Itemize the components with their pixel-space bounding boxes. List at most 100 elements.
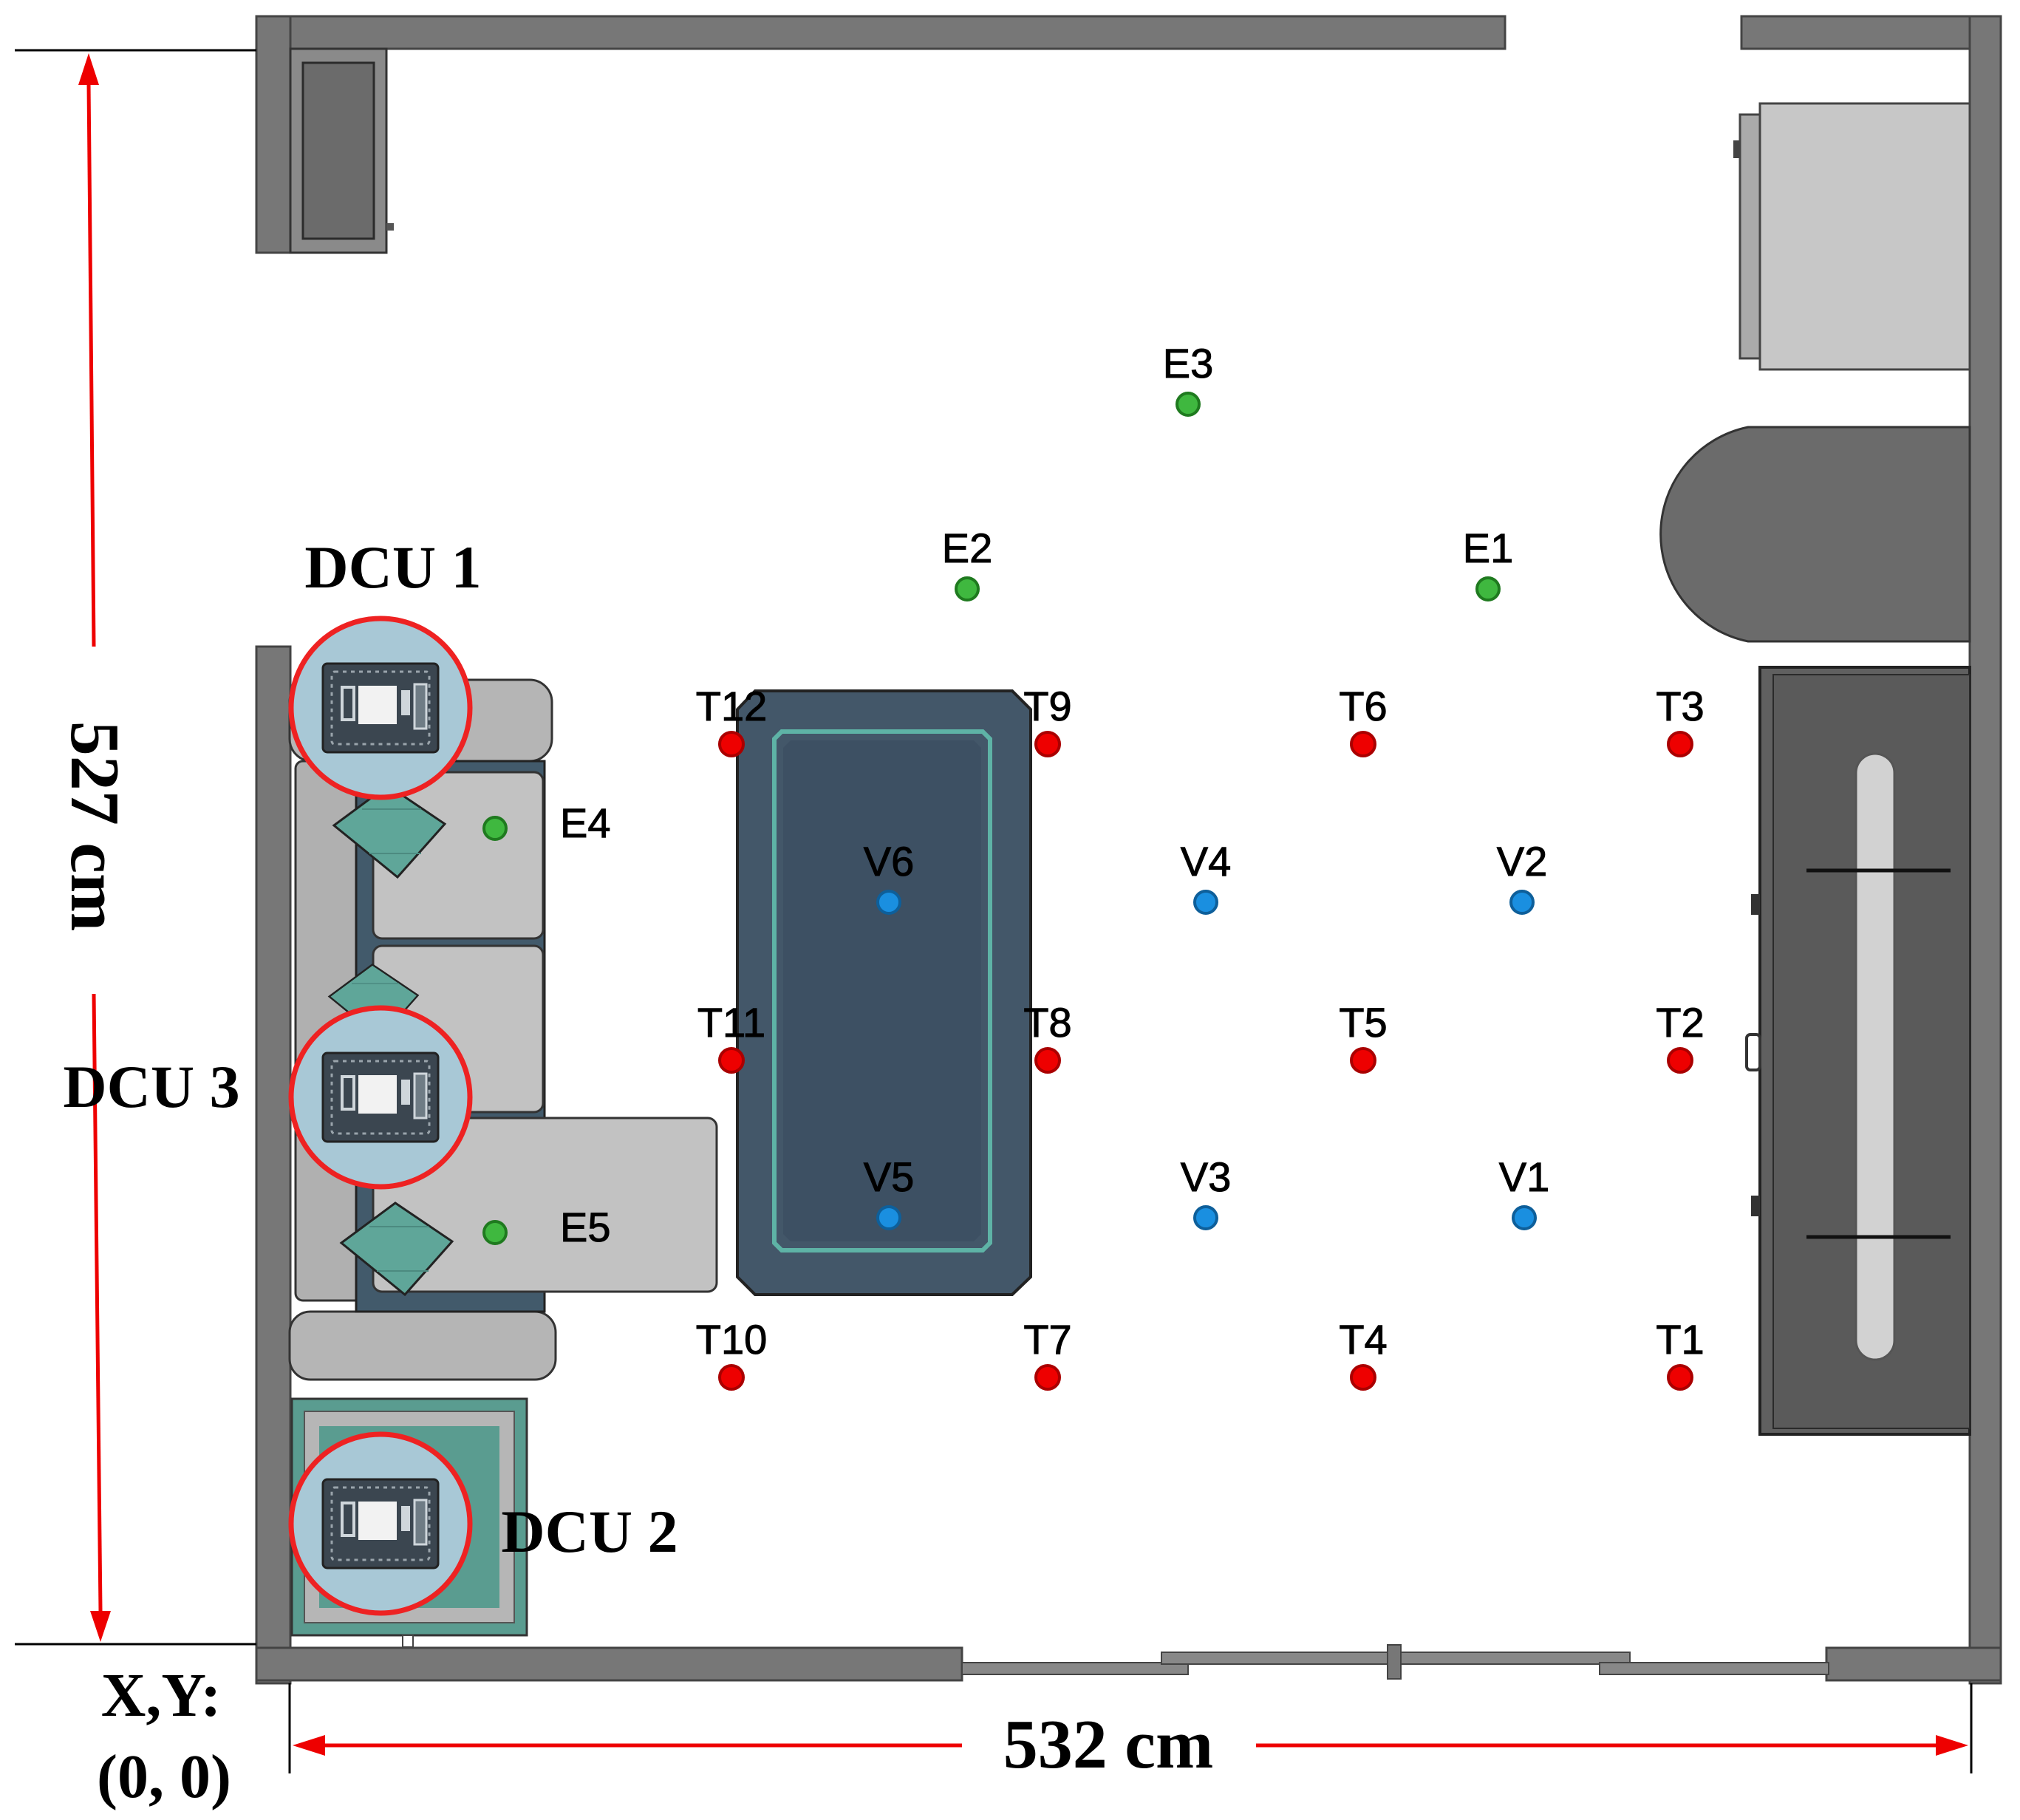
point-e5: E5	[482, 1204, 611, 1251]
point-e3: E3	[1162, 340, 1214, 417]
point-e1-label: E1	[1463, 525, 1514, 571]
point-t10-marker	[718, 1364, 745, 1391]
point-v3: V3	[1180, 1153, 1232, 1230]
point-v4-marker	[1193, 890, 1218, 915]
tv-cabinet-right	[1745, 666, 1971, 1436]
point-v6: V6	[863, 838, 915, 915]
point-v6-label: V6	[864, 838, 915, 885]
point-v5-label: V5	[864, 1153, 915, 1200]
point-t10: T10	[695, 1316, 768, 1391]
point-t5-marker	[1350, 1047, 1376, 1074]
point-t2-marker	[1667, 1047, 1693, 1074]
width-dimension: 532 cm	[288, 1683, 1973, 1783]
point-t7: T7	[1023, 1316, 1072, 1391]
point-t6-label: T6	[1339, 683, 1387, 729]
coffee-table	[736, 689, 1032, 1296]
point-t7-marker	[1034, 1364, 1061, 1391]
point-v3-marker	[1193, 1205, 1218, 1230]
point-t9-label: T9	[1023, 683, 1071, 729]
point-t9-marker	[1034, 731, 1061, 757]
width-arrow-head-right	[1936, 1735, 1968, 1756]
height-label: 527 cm	[56, 721, 133, 932]
point-e2: E2	[941, 525, 993, 601]
point-t12-label: T12	[696, 683, 768, 729]
point-v6-marker	[876, 890, 901, 915]
left-wall-lower	[255, 645, 292, 1685]
point-t8: T8	[1023, 999, 1072, 1074]
top-wall-right	[1740, 15, 2000, 50]
point-t6: T6	[1339, 683, 1388, 757]
point-v1-label: V1	[1499, 1153, 1550, 1200]
room-walls	[255, 15, 2002, 1685]
bottom-wall-right	[1825, 1646, 2002, 1682]
point-t12-marker	[718, 731, 745, 757]
point-v2: V2	[1496, 838, 1548, 915]
height-arrow-upper	[86, 82, 96, 647]
point-e3-label: E3	[1163, 340, 1214, 386]
point-t1-marker	[1667, 1364, 1693, 1391]
point-t12: T12	[695, 683, 768, 757]
point-t10-label: T10	[696, 1316, 768, 1363]
point-e5-label: E5	[560, 1204, 611, 1250]
point-t11-label: T11	[697, 999, 765, 1046]
point-t4: T4	[1339, 1316, 1388, 1391]
dcu-2-label: DCU 2	[501, 1498, 678, 1565]
round-table-right	[1659, 426, 1971, 643]
point-t4-label: T4	[1339, 1316, 1387, 1363]
point-t3-marker	[1667, 731, 1693, 757]
point-t6-marker	[1350, 731, 1376, 757]
point-t11: T11	[697, 999, 766, 1074]
cabinet-top-left	[289, 47, 394, 254]
point-v5-marker	[876, 1205, 901, 1230]
point-v3-label: V3	[1181, 1153, 1232, 1200]
point-t3: T3	[1656, 683, 1705, 757]
point-e4-label: E4	[560, 800, 611, 846]
point-t11-marker	[718, 1047, 745, 1074]
point-v1: V1	[1498, 1153, 1550, 1230]
point-e2-marker	[955, 576, 980, 601]
dcu-3-label: DCU 3	[63, 1053, 239, 1120]
point-e2-label: E2	[942, 525, 993, 571]
appliance-top-right	[1733, 102, 1971, 371]
origin-label-line2: (0, 0)	[97, 1742, 231, 1811]
point-v5: V5	[863, 1153, 915, 1230]
point-t3-label: T3	[1656, 683, 1704, 729]
height-arrow-head-up	[78, 53, 99, 85]
dcu-1: DCU 1	[291, 534, 482, 797]
point-t2: T2	[1656, 999, 1705, 1074]
point-e1: E1	[1462, 525, 1514, 601]
point-v1-marker	[1512, 1205, 1537, 1230]
point-t7-label: T7	[1023, 1316, 1071, 1363]
point-v2-label: V2	[1497, 838, 1548, 885]
point-t1: T1	[1656, 1316, 1705, 1391]
point-v4: V4	[1180, 838, 1232, 915]
point-t9: T9	[1023, 683, 1072, 757]
sliding-door	[961, 1644, 1829, 1680]
right-wall	[1968, 15, 2002, 1685]
point-t5-label: T5	[1339, 999, 1387, 1046]
point-t1-label: T1	[1656, 1316, 1704, 1363]
top-wall-left	[255, 15, 1507, 50]
point-e4: E4	[482, 800, 611, 847]
origin-label: X,Y: (0, 0)	[97, 1661, 231, 1811]
point-t8-label: T8	[1023, 999, 1071, 1046]
height-dimension: 527 cm	[15, 49, 256, 1646]
dcu-2: DCU 2	[291, 1434, 678, 1613]
bottom-wall-left	[255, 1646, 963, 1682]
point-e1-marker	[1475, 576, 1501, 601]
point-t4-marker	[1350, 1364, 1376, 1391]
height-arrow-head-down	[90, 1611, 111, 1642]
width-arrow-head-left	[293, 1735, 325, 1756]
point-t8-marker	[1034, 1047, 1061, 1074]
height-arrow-lower	[92, 993, 103, 1612]
point-v2-marker	[1509, 890, 1535, 915]
left-wall-upper	[255, 15, 292, 254]
measurement-points: T1T2T3T4T5T6T7T8T9T10T11T12V1V2V3V4V5V6E…	[482, 340, 1705, 1391]
point-v4-label: V4	[1181, 838, 1232, 885]
dcu-1-label: DCU 1	[304, 534, 481, 601]
point-e3-marker	[1176, 392, 1201, 417]
dcu-3: DCU 3	[63, 1008, 470, 1187]
origin-label-line1: X,Y:	[101, 1661, 222, 1730]
width-label: 532 cm	[1003, 1706, 1214, 1783]
